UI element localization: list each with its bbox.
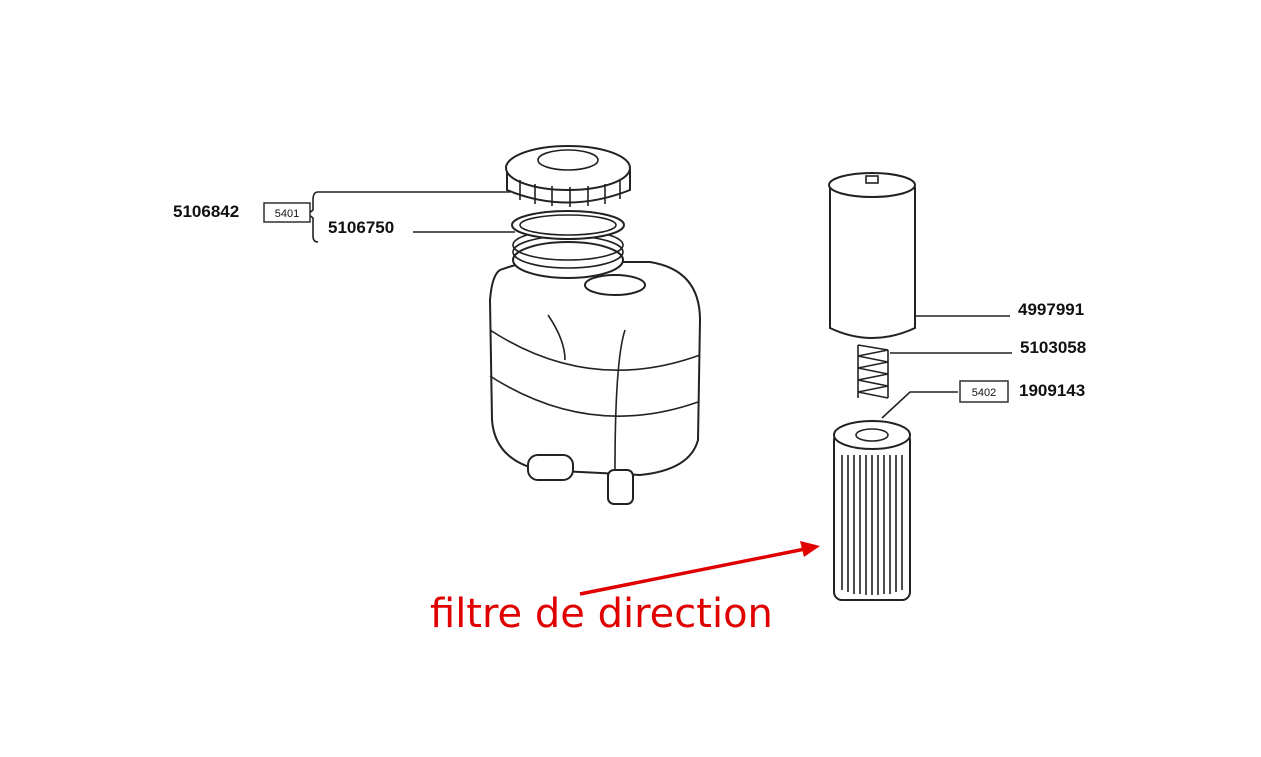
spring [857, 344, 889, 399]
part-number-spring: 5103058 [1020, 338, 1086, 357]
seal-ring [511, 210, 625, 240]
ref-cap-kit: 5401 [275, 208, 299, 220]
part-number-seal: 5106750 [328, 218, 394, 237]
part-number-filter-housing: 4997991 [1018, 300, 1084, 319]
annotation-arrow [579, 541, 820, 596]
ref-filter-element: 5402 [972, 387, 996, 399]
reservoir [488, 229, 702, 505]
filter-element [833, 420, 911, 601]
annotation-label: filtre de direction [430, 591, 773, 637]
filter-housing [828, 172, 916, 339]
reservoir-cap [505, 145, 631, 207]
part-number-filter-element: 1909143 [1019, 381, 1085, 400]
ref-box-5401 [263, 202, 311, 223]
part-number-cap-kit: 5106842 [173, 202, 239, 221]
ref-box-5402 [959, 380, 1009, 403]
